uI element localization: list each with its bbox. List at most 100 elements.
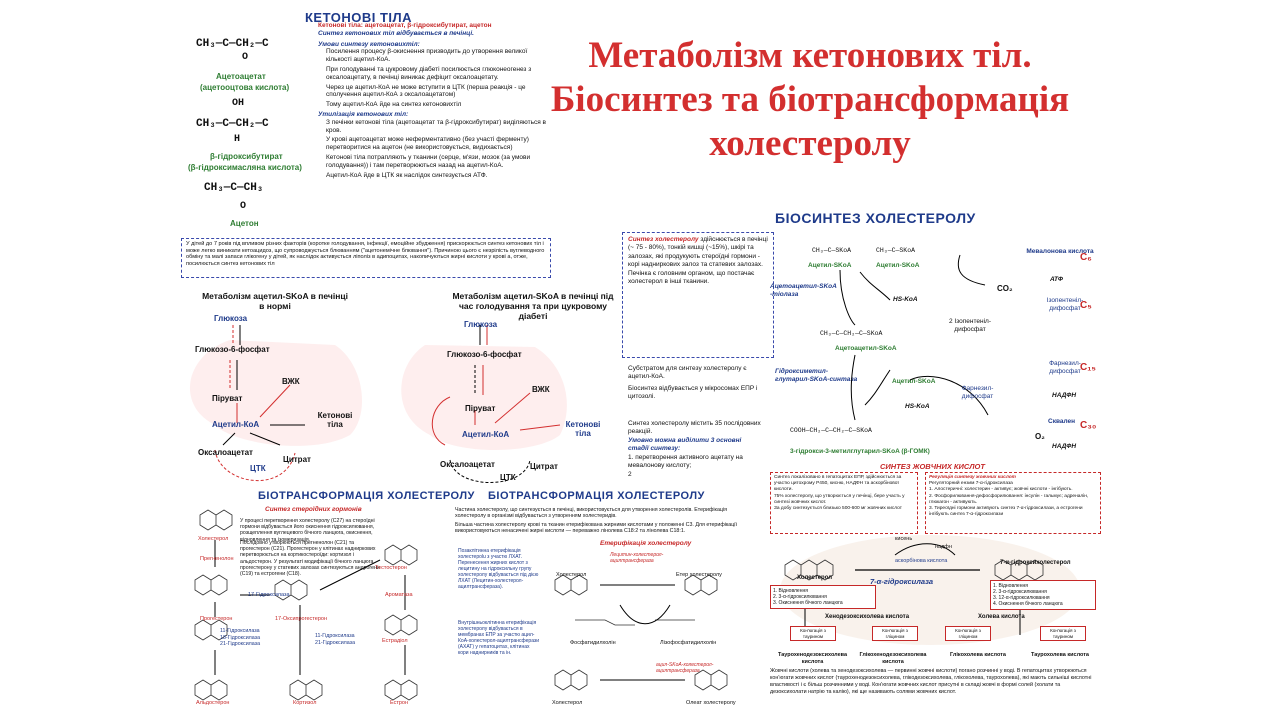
metab-norm-title: Метаболізм ацетил-SKoA в печінці в нормі (202, 291, 348, 311)
arrow (859, 271, 891, 301)
arrow (319, 559, 381, 591)
ring-structure (289, 679, 323, 701)
arrow (222, 432, 236, 446)
list-item: За добу синтезується близько 500-600 мг … (774, 506, 902, 512)
acetyl-label-1: Ацетил-SKoA (808, 262, 852, 269)
acetoacetyl-formula: CH₃—C—CH₂—C—SKoA (820, 330, 883, 337)
list-item: 2. 3-α-гідроксилювання (773, 594, 827, 600)
biotrans1-text1: У процесі перетворення холестеролу (С27)… (240, 518, 375, 543)
cholesterol-label: Холестерол (198, 536, 229, 542)
atf-label: АТФ (1050, 276, 1063, 283)
arrow (957, 254, 986, 286)
biotrans2-text1: Частина холестеролу, що синтезується в п… (455, 507, 727, 520)
arrow (894, 543, 956, 556)
bile-steps-left: 1. Відновлення 2. 3-α-гідроксилювання 3.… (770, 585, 876, 609)
steroid-title: Синтез стероїдних гормонів (265, 506, 362, 513)
list-item: Через це ацетил-КоА не може вступити в Ц… (326, 83, 526, 99)
c6-label: C₆ (1080, 252, 1092, 263)
list-item: 4. Окиснення бічного ланцюга (993, 601, 1063, 607)
ring-structure (554, 669, 588, 691)
biotrans2-header: БІОТРАНСФОРМАЦІЯ ХОЛЕСТЕРОЛУ (488, 490, 705, 502)
cond-title: Умови синтезу кетоновихтіл: (318, 40, 420, 48)
ester-title: Етерифікація холестеролу (600, 540, 692, 547)
ring-structure (384, 679, 418, 701)
bile-nadph: надфн (935, 544, 952, 550)
list-item: 3. 12-α-гідроксилювання (993, 595, 1050, 601)
farnesyl-label: Фарнезил-дифосфат (1049, 360, 1081, 375)
list-item: 1. Відновлення (773, 588, 808, 594)
ring-structure (194, 619, 228, 641)
bile-header: СИНТЕЗ ЖОВЧНИХ КИСЛОТ (880, 462, 985, 471)
isopentenyl-label: Ізопентеніл-дифосфат (1046, 297, 1084, 312)
bile-oxygen: кисень (895, 536, 913, 542)
list-item: 2. 3-α-гідроксилювання (993, 589, 1047, 595)
product-4: Таурохолева кислота (1031, 652, 1089, 658)
biotrans2-side: Позаклітинна етерифікація холестерolu з … (458, 548, 539, 590)
product-2: Глікохенодезоксихолева кислота (859, 652, 927, 665)
title-line-3: холестеролу (709, 123, 911, 164)
acetoacetate-o: O (242, 52, 249, 63)
ketone-note: У дітей до 7 років під впливом різних фа… (181, 238, 551, 278)
phosphatidyl-label: Фосфатидилхолін (570, 640, 616, 646)
oh-group: OH (232, 98, 245, 109)
conj-box-4: Кон'югація з таурином (1040, 626, 1086, 641)
hydroxy-sublabel: (β-гідроксимасляна кислота) (188, 163, 302, 172)
list-item: 75% холестеролу, що утворюється у печінц… (774, 493, 905, 505)
conj-box-1: Кон'югація з таурином (790, 626, 836, 641)
aromatase-label: Ароматаза (385, 592, 413, 598)
cond-list: Посилення процесу β-окиснення призводить… (318, 48, 550, 109)
arrow (494, 392, 531, 424)
title-line-1: Метаболізм кетонових тіл. (588, 35, 1032, 76)
chain (575, 619, 695, 626)
squalene-label: Сквален (1048, 418, 1076, 425)
lcat-label: Лецитин-холестерол-ацилтрансфераза (610, 552, 664, 564)
arrow (249, 432, 281, 446)
synth-box: Синтез холестеролу здійснюється в печінц… (622, 232, 774, 358)
norm-acetylcoa: Ацетил-КоА (212, 420, 260, 429)
list-item: 2. Фосфорилювання-дефосфорилювання: інсу… (929, 493, 1089, 505)
product-1: Таурохенодезоксихолева кислота (777, 652, 848, 665)
o2-label: O₂ (1035, 432, 1045, 441)
c30-label: C₃₀ (1080, 420, 1097, 431)
norm-pyruvate: Піруват (212, 394, 243, 403)
ketone-structures: CH₃—C—CH₂—C O Ацетоацетат (ацетооцтова к… (182, 26, 312, 236)
bile-right-box: Регуляція синтезу жовчних кислот Регулят… (925, 472, 1101, 534)
arrow (519, 424, 561, 431)
list-item: Кетонові тіла потрапляють у тканини (сер… (326, 153, 531, 169)
liver-background (780, 535, 1080, 645)
ester-diagram (554, 574, 728, 691)
oleate-label: Олеат холестеролу (686, 700, 736, 706)
product-3: Глікохолева кислота (950, 652, 1006, 658)
bile-footer: Жовчні кислоти (холева та хенодезоксихол… (770, 668, 1092, 696)
conj-box-3: Кон'югація з гліцином (945, 626, 991, 641)
bile-cholesterol: Холестерол (797, 575, 833, 581)
testosterone-label: Тестостерон (375, 565, 407, 571)
slide-title: Метаболізм кетонових тіл. Біосинтез та б… (500, 34, 1120, 166)
enzyme-label: 21-Гідроксилаза (220, 641, 261, 648)
hmg-synthase-label: Гідроксиметил-глутарил-SKoA-синтаза (775, 368, 858, 383)
c15-label: C₁₅ (1080, 362, 1096, 373)
norm-oxaloacetate: Оксалоацетат (198, 448, 253, 457)
synth-stage-1: 1. перетворення активного ацетату на мев… (628, 453, 743, 470)
norm-tca: ЦТК (250, 464, 266, 473)
conj-box-2: Кон'югація з гліцином (872, 626, 918, 641)
ring-structure (384, 614, 418, 636)
list-item: Тому ацетил-КоА йде на синтез кетоновихт… (326, 101, 462, 109)
synth-stages: Синтез холестеролу містить 35 послідовни… (628, 420, 763, 479)
list-item: 1. Алостеричні: холестерин - активує; жо… (929, 487, 1073, 493)
thiolase-label: Ацетоацетил-SKoA -тіолаза (770, 283, 837, 298)
steroid-pathway (194, 509, 418, 701)
ketone-header: КЕТОНОВІ ТІЛА (305, 10, 413, 25)
acetone-o: O (240, 201, 247, 212)
ketone-definition: Кетонові тіла: ацетоацетат, β-гідроксибу… (318, 22, 492, 29)
acetyl-formula-1: CH₃—C—SKoA (812, 247, 852, 254)
enzyme-label: 11-Гідроксилаза (220, 628, 260, 634)
list-item: Синтез локалізовано в гепатоцитах ЕПР, з… (774, 475, 902, 493)
synth-text: здійснюється в печінці (~ 75 - 80%), тон… (628, 236, 768, 269)
arrow (431, 396, 451, 446)
metab-diab-title: Метаболізм ацетил-SKoA в печінці під час… (452, 291, 614, 321)
acetone-label: Ацетон (230, 219, 259, 228)
synth-bullet-2: Біосинтез відбувається у мікросомах ЕПР … (628, 384, 758, 401)
biotrans2-side2: Внутрішньоклітинна етерифікація холестер… (458, 620, 540, 656)
norm-ketone: Кетонові тіла (317, 411, 353, 430)
